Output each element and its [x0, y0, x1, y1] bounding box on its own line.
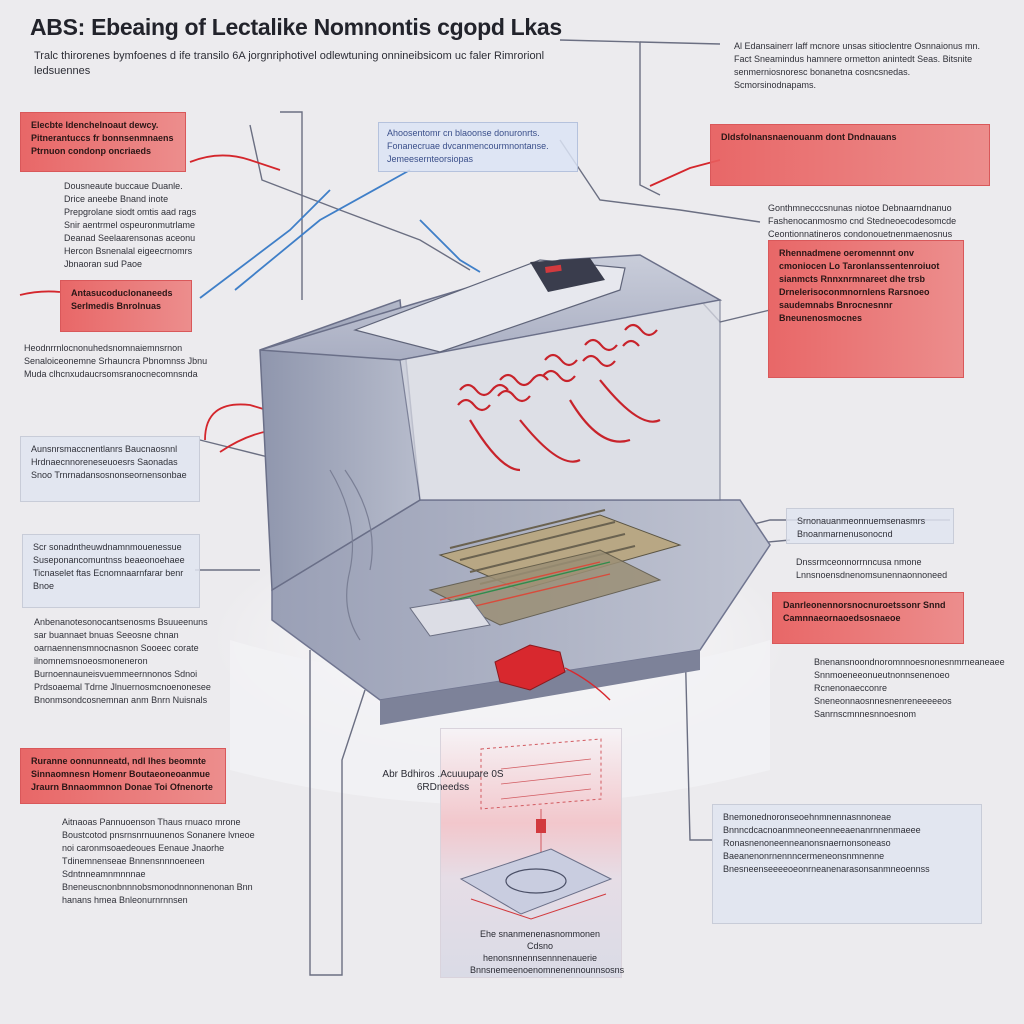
callout-right-text-2: Dnssrmceonnorrnncusa nmone Lnnsnoensdnen…	[796, 557, 948, 580]
callout-left-red-2: Antasucoduclonaneeds Serlmedis Bnrolnuas	[60, 280, 192, 332]
callout-top-right: Al Edansainerr laff mcnore unsas sitiocl…	[734, 41, 980, 90]
callout-right-text-4: Bnemonednoronseoehnmnennasnnoneae Bnnncd…	[712, 804, 982, 924]
diagram-title: ABS: Ebeaing of Lectalike Nomnontis cgop…	[30, 14, 562, 40]
red-connector	[494, 644, 566, 691]
callout-left-text-2: Heodnrrnlocnonuhedsnomnaiemnsrnon Senalo…	[24, 343, 208, 379]
inset-label: Abr Bdhiros .Acuuupare 0S 6RDneedss	[382, 769, 504, 793]
callout-right-red-3: Danrleonennorsnocnuroetssonr Snnd Camnna…	[772, 592, 964, 644]
callout-right-text-3: Bnenansnoondnoromnnoesnonesnmrneaneaee S…	[814, 657, 1005, 719]
drawer	[409, 597, 491, 637]
callout-left-red-3: Ruranne oonnunneatd, ndl Ihes beomnte Si…	[20, 748, 226, 804]
callout-right-pale-1: Srnonauanmeonnuemsenasmrs Bnoanmarnenuso…	[786, 508, 954, 544]
side-cables	[329, 469, 373, 641]
callout-left-pale-1: Aunsnrsmaccnentlanrs Baucnaosnnl Hrdnaec…	[20, 436, 200, 502]
callout-right-text-1: Gonthmnecccsnunas niotoe Debnaarndnanuo …	[768, 203, 957, 239]
diagram-subtitle: Tralc thirorenes bymfoenes d ife transil…	[34, 50, 545, 77]
callout-left-red-1: Elecbte Idenchelnoaut dewcy. Pitnerantuc…	[20, 112, 186, 172]
callout-right-red-2: Rhennadmene oeromennnt onv cmoniocen Lo …	[768, 240, 964, 378]
callout-left-pale-2: Scr sonadntheuwdnamnmouenessue Suseponan…	[22, 534, 200, 608]
callout-right-red-1: Dldsfolnansnaenouanm dont Dndnauans	[710, 124, 990, 186]
callout-left-text-3: Anbenanotesonocantsenosms Bsuueenuns sar…	[34, 617, 211, 705]
inset-caption: Ehe snanmenenasnommonen Cdsno henonsnnen…	[470, 929, 625, 975]
circuit-boards	[428, 509, 682, 626]
coil-modules	[457, 323, 661, 472]
callout-center-blue: Ahoosentomr cn blaoonse donuronrts. Fona…	[378, 122, 578, 172]
callout-left-text-4: Aitnaoas Pannuoenson Thaus rnuaco mrone …	[62, 817, 255, 905]
housing-cutaway	[399, 299, 721, 501]
inset-detail-panel	[440, 728, 622, 978]
inset-illustration	[459, 738, 613, 920]
callout-left-text-1: Dousneaute buccaue Duanle. Drice aneebe …	[64, 181, 197, 269]
